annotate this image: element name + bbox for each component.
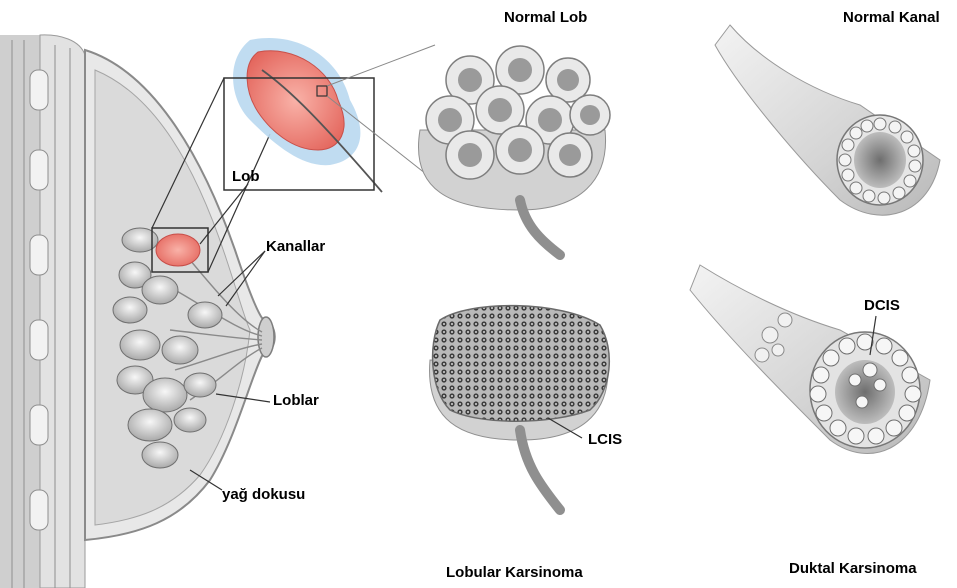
normal-kanal-title: Normal Kanal (843, 10, 940, 25)
dcis-label: DCIS (864, 298, 900, 313)
normal-lobule-drawing (418, 46, 610, 255)
normal-duct-drawing (715, 25, 940, 215)
breast-cross-section (0, 35, 275, 588)
normal-lob-title: Normal Lob (504, 10, 587, 25)
lob-label: Lob (232, 169, 260, 184)
kanallar-label: Kanallar (266, 239, 325, 254)
lobular-karsinoma-title: Lobular Karsinoma (446, 565, 583, 580)
loblar-label: Loblar (273, 393, 319, 408)
ductal-carcinoma-drawing (690, 265, 930, 454)
duktal-karsinoma-title: Duktal Karsinoma (789, 561, 917, 576)
lcis-label: LCIS (588, 432, 622, 447)
lobular-carcinoma-drawing (430, 306, 610, 510)
yag-dokusu-label: yağ dokusu (222, 487, 305, 502)
